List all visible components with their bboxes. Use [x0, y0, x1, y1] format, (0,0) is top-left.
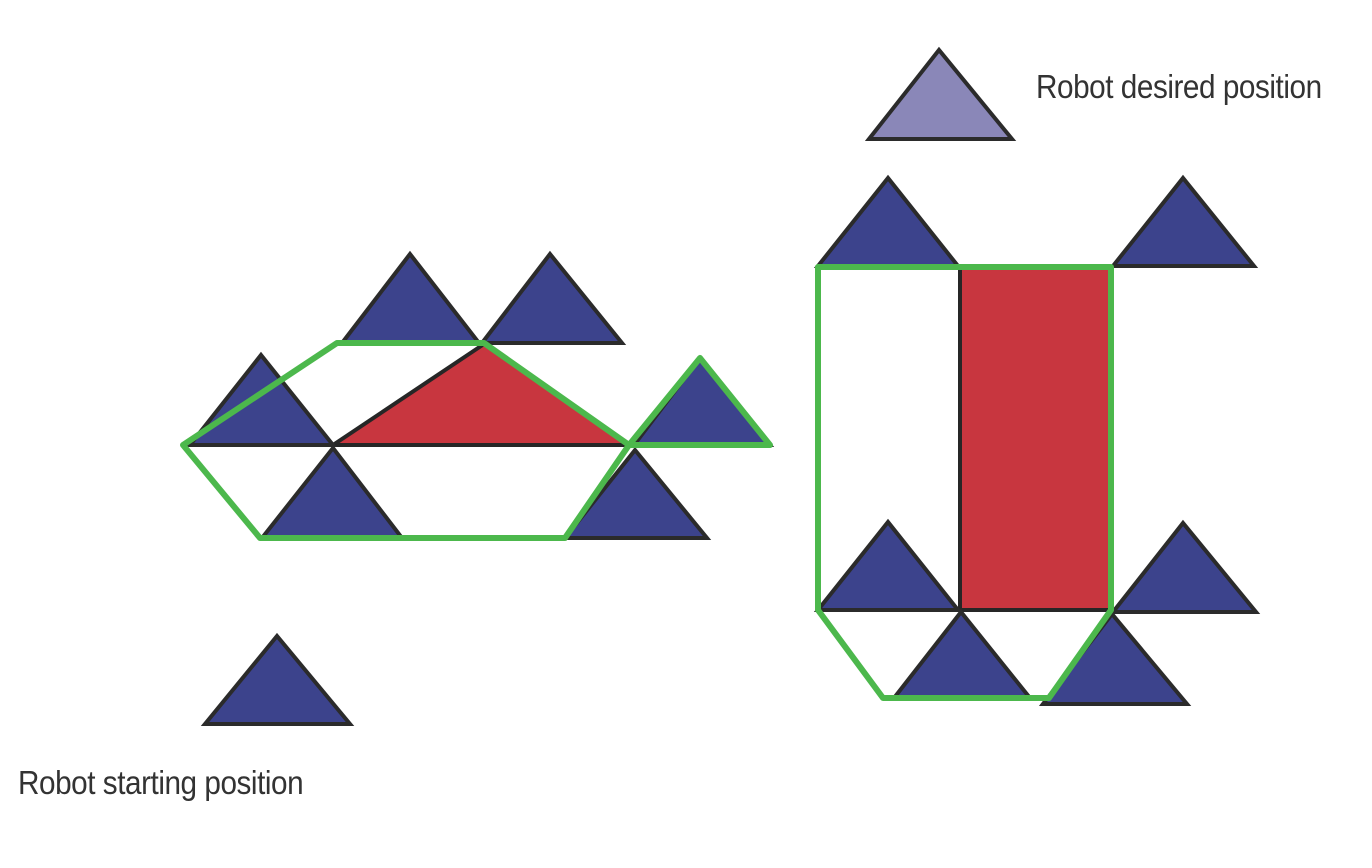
robot-right-bottom-left — [889, 608, 1035, 700]
robot-right-bottom-right — [1038, 610, 1192, 706]
robot-right-mid-right — [1108, 519, 1261, 614]
robot-desired-position — [864, 46, 1017, 141]
robot-left-mid-1 — [185, 351, 338, 447]
left-formation — [180, 250, 775, 541]
robot-left-top-2 — [477, 250, 627, 345]
right-red-region — [958, 265, 1113, 612]
robot-left-bottom-1 — [257, 444, 407, 540]
robot-right-top-left — [813, 174, 963, 268]
robot-left-bottom-2 — [560, 446, 712, 540]
left-green-outlier-hull — [626, 355, 773, 448]
robot-left-right-outlier — [629, 354, 775, 447]
right-formation — [813, 174, 1261, 706]
robot-left-top-1 — [337, 250, 484, 345]
robot-right-mid-left — [813, 518, 963, 612]
robot-desired-position-label: Robot desired position — [1036, 68, 1322, 105]
right-green-hull — [815, 264, 1114, 701]
left-red-region — [326, 341, 636, 447]
robot-starting-position — [200, 632, 355, 726]
robot-starting-position-label: Robot starting position — [18, 764, 304, 801]
robot-right-top-right — [1108, 174, 1259, 268]
